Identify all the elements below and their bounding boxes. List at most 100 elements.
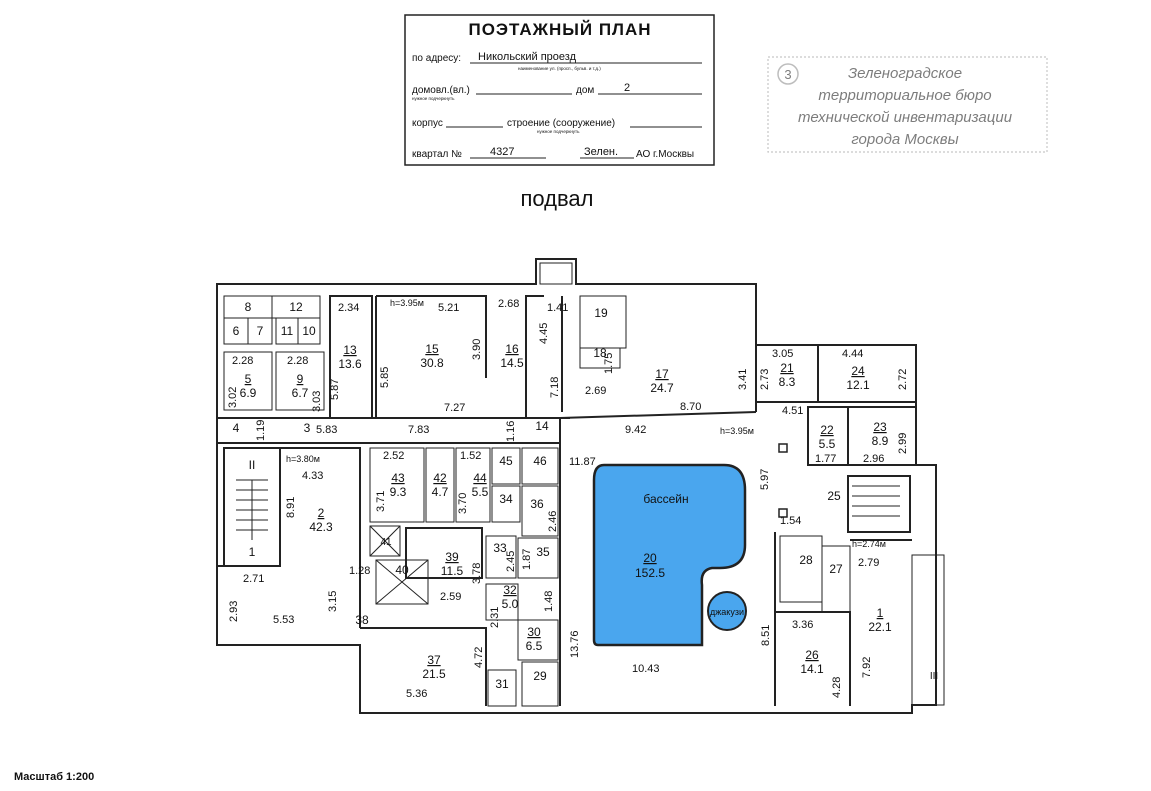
stamp-line-4: города Москвы [851,131,958,148]
room-5: 5 [245,372,252,386]
dim: 2.73 [759,369,771,390]
dim: 1.16 [505,421,517,442]
room-38: 38 [355,613,369,627]
dim: 5.21 [438,302,459,314]
room-25: 25 [827,489,841,503]
stamp-line-2: территориальное бюро [818,87,991,104]
room-41: 41 [380,537,392,548]
room-23-area: 8.9 [872,434,889,448]
room-43-area: 9.3 [390,485,407,499]
room-34: 34 [499,492,513,506]
room-14: 14 [535,419,549,433]
dim: 8.70 [680,401,701,413]
dim: 7.83 [408,424,429,436]
dim: 1.77 [815,453,836,465]
room-43: 43 [391,471,405,485]
bti-stamp: 3 Зеленоградское территориальное бюро те… [767,56,1048,153]
room-8: 8 [245,300,252,314]
dim: 5.36 [406,688,427,700]
room-11: 11 [281,324,294,338]
dim: 3.02 [227,387,239,408]
height-labels: h=3.95м h=3.95м h=3.80м h=2.74м [286,298,886,549]
dim: 5.53 [273,614,294,626]
dim: 1.19 [255,420,267,441]
dim: 3.05 [772,348,793,360]
scale-label: Масштаб 1:200 [14,771,94,783]
dim: 5.97 [759,469,771,490]
height-4: h=2.74м [852,539,886,549]
address-hint: наименование ул. (просп., бульв. и т.д.) [518,66,601,71]
stamp-number: 3 [784,67,791,82]
room-32-area: 5.0 [502,597,519,611]
height-2: h=3.95м [720,426,754,436]
room-37-area: 21.5 [422,667,446,681]
dim: 11.87 [569,456,596,468]
room-24-area: 12.1 [846,378,870,392]
dim: 2.28 [232,355,253,367]
jacuzzi-basin [707,591,747,631]
korpus-label: корпус [412,118,443,129]
dim: 4.45 [538,323,550,344]
dim: 3.15 [327,591,339,612]
room-21-area: 8.3 [779,375,796,389]
room-45: 45 [499,454,513,468]
dim: 5.83 [316,424,337,436]
plan-title: ПОЭТАЖНЫЙ ПЛАН [468,20,651,39]
room-19: 19 [594,306,608,320]
dim: 2.34 [338,302,359,314]
room-15: 15 [425,342,439,356]
kvartal-label: квартал № [412,149,462,160]
room-9: 9 [297,372,304,386]
dim: 2.72 [897,369,909,390]
address-label: по адресу: [412,53,461,64]
dim: 13.76 [569,630,581,658]
room-32: 32 [503,583,517,597]
room-39: 39 [445,550,459,564]
dim: 1.28 [349,565,370,577]
room-30-area: 6.5 [526,639,543,653]
room-16: 16 [505,342,519,356]
room-36: 36 [530,497,544,511]
dim: 1.41 [547,302,568,314]
dim: 3.78 [471,563,483,584]
dimension-labels: 2.34 5.21 2.68 1.41 4.45 3.90 2.28 2.28 … [227,298,909,700]
room-33: 33 [493,541,507,555]
room-27: 27 [829,562,843,576]
room-42-area: 4.7 [432,485,449,499]
dim: 2.31 [489,607,501,628]
dim: 2.69 [585,385,606,397]
stamp-line-1: Зеленоградское [848,65,962,82]
room-17: 17 [655,367,669,381]
dim: 4.51 [782,405,803,417]
room-16-area: 14.5 [500,356,524,370]
kvartal-value: 4327 [490,146,514,158]
jacuzzi-label: джакузи [710,607,744,617]
address-value: Никольский проезд [478,51,577,63]
room-29: 29 [533,669,547,683]
dim: 10.43 [632,663,660,675]
room-5-area: 6.9 [240,386,257,400]
dim: 2.71 [243,573,264,585]
room-26-area: 14.1 [800,662,824,676]
dim: 1.52 [460,450,481,462]
dim: 4.44 [842,348,863,360]
room-6: 6 [233,324,240,338]
room-26: 26 [805,648,819,662]
room-46: 46 [533,454,547,468]
room-13: 13 [343,343,357,357]
room-10: 10 [302,324,316,338]
dim: 1.48 [543,591,555,612]
dim: 8.51 [760,625,772,646]
room-28: 28 [799,553,813,567]
dim: 7.92 [861,657,873,678]
room-2: 2 [318,506,325,520]
stair-left-hatching [236,479,268,540]
dim: 2.93 [228,601,240,622]
dim: 5.87 [329,379,341,400]
room-39-area: 11.5 [441,564,464,578]
pool-basin [592,463,747,647]
dim: 3.71 [375,491,387,512]
room-9-area: 6.7 [292,386,309,400]
building-walls [216,258,945,714]
room-15-area: 30.8 [420,356,444,370]
